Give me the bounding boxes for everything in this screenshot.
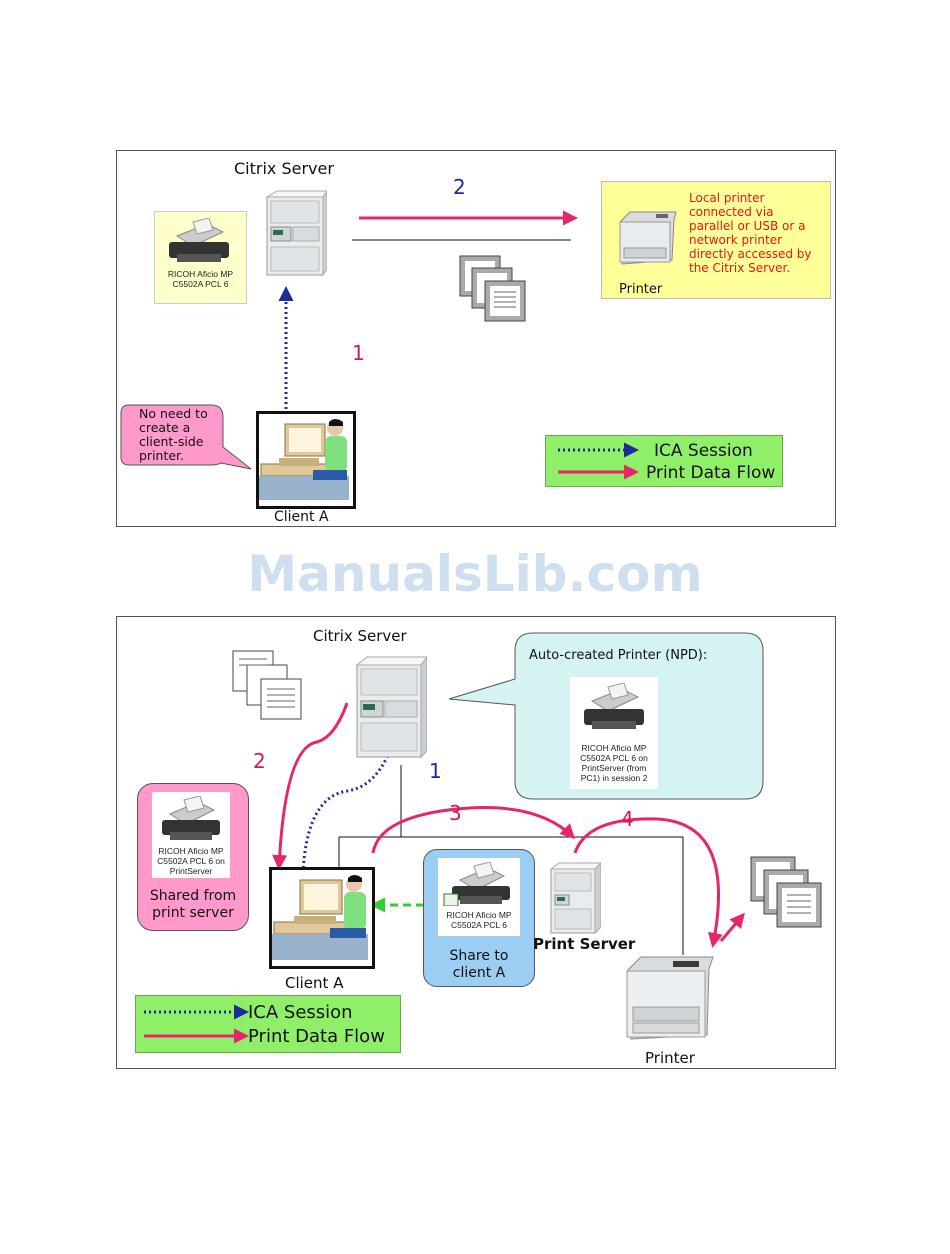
caption-line: PC1) in session 2 (580, 773, 648, 783)
note-line: client-side (139, 434, 204, 449)
step-4-label: 4 (621, 807, 634, 831)
print-server-label: Print Server (533, 935, 636, 953)
auto-created-title: Auto-created Printer (NPD): (529, 648, 708, 663)
printer-icon (169, 218, 229, 262)
note-line: client A (452, 965, 506, 981)
share-note: RICOH Aficio MP C5502A PCL 6 Share to cl… (423, 849, 535, 987)
printer-icon (443, 862, 510, 906)
step-3-label: 3 (449, 801, 462, 825)
legend-ica-label: ICA Session (248, 1002, 353, 1023)
legend-print-label: Print Data Flow (646, 463, 776, 483)
legend-ica-label: ICA Session (654, 441, 753, 461)
diagram-1-panel: Citrix Server RICOH Aficio MP C5502A PCL… (116, 150, 836, 527)
note-line: print server (152, 905, 234, 921)
caption-line: PrintServer (from (581, 763, 647, 773)
server-tower-icon (353, 655, 428, 759)
share-printer-card: RICOH Aficio MP C5502A PCL 6 (438, 858, 520, 936)
local-printer-note: Printer Local printer connected via para… (601, 181, 831, 299)
document-stack-icon (458, 254, 528, 324)
note-line: Share to (449, 948, 509, 964)
step-2-label: 2 (453, 175, 466, 199)
printer-label: Printer (645, 1049, 695, 1067)
legend-print-label: Print Data Flow (248, 1026, 385, 1047)
shared-printer-note: RICOH Aficio MP C5502A PCL 6 on PrintSer… (137, 783, 249, 931)
shared-printer-card: RICOH Aficio MP C5502A PCL 6 on PrintSer… (152, 792, 230, 878)
caption-line: RICOH Aficio MP (158, 846, 224, 856)
legend-2: ICA Session Print Data Flow (135, 995, 401, 1053)
document-stack-icon (231, 649, 307, 725)
share-note-text: Share to client A (424, 948, 534, 982)
client-a-label: Client A (274, 509, 329, 525)
step-1-label: 1 (429, 759, 442, 783)
diagram-2-panel: Citrix Server Auto-creat (116, 616, 836, 1069)
legend-1: ICA Session Print Data Flow (545, 435, 783, 487)
diagram-1-connectors (278, 210, 578, 409)
printer-return-arrow (719, 912, 745, 942)
local-printer-text: Local printer connected via parallel or … (689, 191, 812, 275)
printer-driver-card: RICOH Aficio MP C5502A PCL 6 (154, 211, 247, 304)
client-callout-shape (120, 404, 252, 470)
step-1-label: 1 (352, 341, 365, 365)
citrix-server-label: Citrix Server (234, 159, 334, 178)
note-line: No need to (139, 406, 208, 421)
caption-line: C5502A PCL 6 (451, 920, 507, 930)
caption-line: C5502A PCL 6 on (580, 753, 648, 763)
caption-line: C5502A PCL 6 on (157, 856, 225, 866)
printer-label: Printer (619, 282, 663, 297)
laser-printer-icon (623, 951, 715, 1043)
client-callout-text: No need to create a client-side printer. (139, 407, 208, 463)
caption-line: RICOH Aficio MP (446, 910, 512, 920)
server-tower-icon (263, 189, 328, 277)
caption-line: PrintServer (169, 866, 213, 876)
client-computer-icon (269, 867, 375, 969)
laser-printer-icon (619, 211, 677, 265)
printer-icon (584, 683, 644, 729)
step-2-label: 2 (253, 749, 266, 773)
driver-caption-line: RICOH Aficio MP (167, 269, 234, 279)
note-line: printer. (139, 448, 185, 463)
note-line: Local printer (689, 191, 765, 205)
client-a-label: Client A (285, 974, 344, 992)
print-flow-step-3 (371, 806, 576, 854)
note-line: parallel or USB or a (689, 219, 806, 233)
printer-icon (162, 796, 220, 840)
print-server-icon (547, 861, 603, 935)
print-flow-step-4 (573, 817, 723, 948)
note-line: connected via (689, 205, 774, 219)
caption-line: RICOH Aficio MP (581, 743, 647, 753)
shared-note-text: Shared from print server (138, 888, 248, 922)
note-line: create a (139, 420, 191, 435)
print-flow-step-2 (272, 702, 349, 870)
note-line: directly accessed by (689, 247, 812, 261)
client-computer-icon (256, 411, 356, 509)
citrix-server-label: Citrix Server (313, 627, 407, 645)
note-line: Shared from (149, 888, 237, 904)
note-line: the Citrix Server. (689, 261, 791, 275)
manualslib-watermark: ManualsLib.com (247, 545, 703, 603)
note-line: network printer (689, 233, 783, 247)
document-stack-icon (749, 855, 825, 931)
auto-printer-card: RICOH Aficio MP C5502A PCL 6 on PrintSer… (570, 677, 658, 789)
driver-caption-line: C5502A PCL 6 (172, 279, 229, 289)
